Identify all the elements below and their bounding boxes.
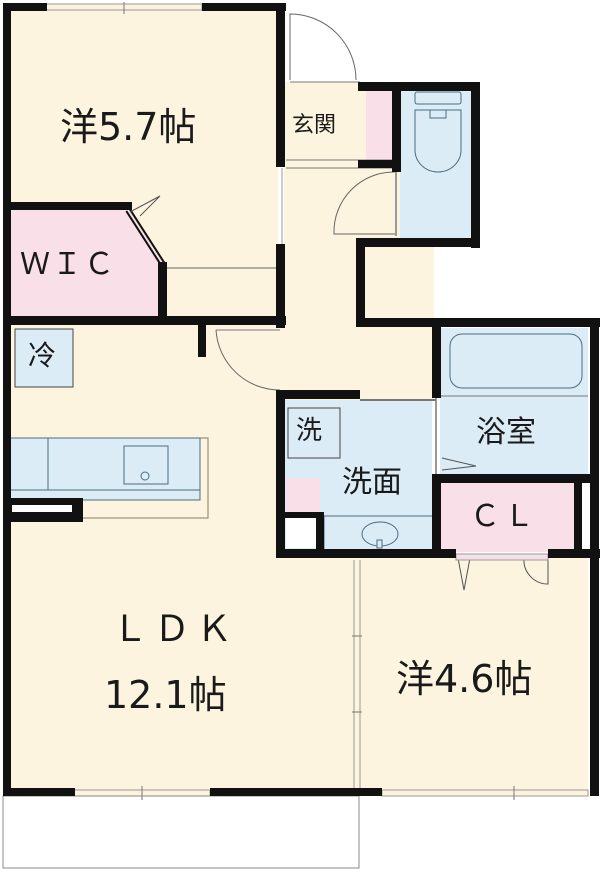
room-label-closet: ＣＬ bbox=[470, 499, 538, 534]
wall bbox=[276, 390, 285, 556]
room-label-bathroom: 浴室 bbox=[476, 415, 536, 450]
room-label-western-5-7: 洋5.7帖 bbox=[60, 105, 197, 149]
room-label-washroom: 洗面 bbox=[342, 465, 402, 500]
wall bbox=[158, 262, 167, 320]
wall bbox=[356, 238, 365, 326]
wall bbox=[210, 788, 382, 796]
wall bbox=[432, 474, 598, 483]
wall bbox=[10, 202, 132, 210]
wall bbox=[356, 238, 480, 247]
fridge-icon: 冷 bbox=[28, 339, 57, 372]
room-label-ldk: ＬＤＫ bbox=[112, 609, 239, 650]
room-label-wic: ＷＩＣ bbox=[20, 247, 116, 282]
wall bbox=[358, 160, 398, 168]
wall bbox=[3, 3, 11, 796]
wall bbox=[10, 316, 286, 325]
wall bbox=[471, 82, 480, 248]
washing-machine-icon: 洗 bbox=[296, 416, 323, 446]
room-size-ldk: 12.1帖 bbox=[104, 673, 227, 717]
wall bbox=[276, 549, 456, 558]
wall bbox=[574, 474, 582, 556]
wall bbox=[392, 82, 401, 172]
wall bbox=[3, 3, 47, 11]
wall bbox=[432, 474, 441, 556]
wall bbox=[276, 390, 360, 399]
wall bbox=[358, 82, 480, 91]
room-label-entrance: 玄関 bbox=[292, 113, 337, 138]
wall bbox=[3, 788, 75, 796]
wall bbox=[276, 3, 285, 167]
room-western-4-6 bbox=[356, 556, 588, 790]
wall bbox=[316, 512, 324, 552]
wall bbox=[202, 3, 286, 11]
wall bbox=[432, 318, 441, 398]
entrance-shoe-cabinet bbox=[366, 90, 394, 160]
wall bbox=[356, 318, 600, 327]
wall bbox=[198, 325, 206, 357]
wall bbox=[284, 512, 320, 518]
kitchen-wall-slot bbox=[12, 505, 72, 512]
room-closet bbox=[440, 482, 574, 552]
washroom-cabinet bbox=[286, 478, 320, 512]
room-label-western-4-6: 洋4.6帖 bbox=[396, 657, 533, 701]
washroom-pipe-space bbox=[286, 518, 316, 548]
wall bbox=[548, 549, 600, 558]
wall bbox=[276, 244, 285, 328]
